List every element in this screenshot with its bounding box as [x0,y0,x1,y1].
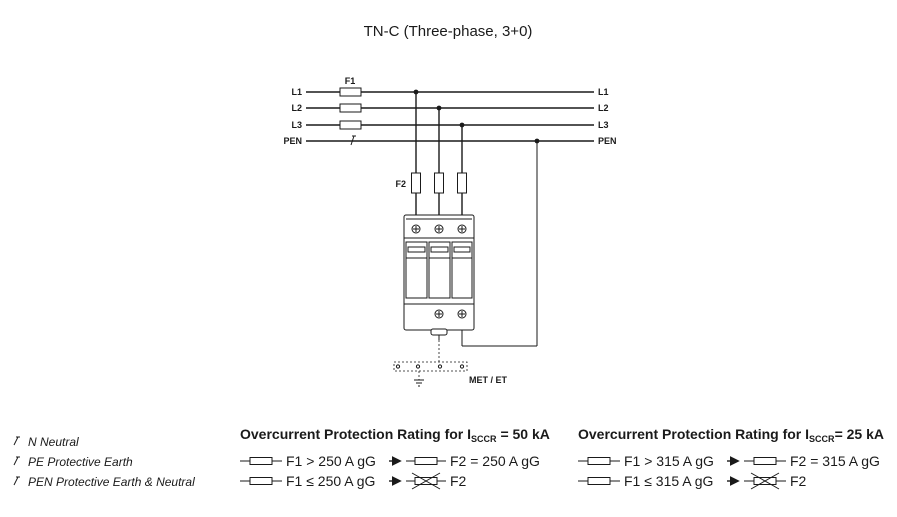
rating-25ka-rule1-right: F2 = 315 A gG [790,453,880,469]
legend-abbr-pe: PE [28,455,45,469]
svg-text:N Neutral: N Neutral [28,435,79,449]
legend-abbr-n: N [28,435,37,449]
fuse-f2-label: F2 [395,179,406,189]
line-label-l2-left: L2 [291,103,302,113]
legend-text-pe: Protective Earth [47,455,133,469]
legend: N Neutral PE Protective Earth PEN Protec… [13,435,195,489]
rating-header-25ka: Overcurrent Protection Rating for ISCCR=… [578,426,884,444]
rating-block-25ka: Overcurrent Protection Rating for ISCCR=… [578,426,884,490]
legend-item-pe: PE Protective Earth [13,455,133,469]
fuse-f2-group [411,172,467,194]
svg-text:PE Protective Earth: PE Protective Earth [28,455,133,469]
bus-lines [306,91,594,142]
rating-50ka-rule1-right: F2 = 250 A gG [450,453,540,469]
fuse-f1-group [339,87,362,146]
earthing-bar [393,340,468,387]
line-label-l2-right: L2 [598,103,609,113]
svg-text:PEN Protective Earth & Neutral: PEN Protective Earth & Neutral [28,475,195,489]
legend-text-pen: Protective Earth & Neutral [56,475,195,489]
line-label-l3-left: L3 [291,120,302,130]
rating-25ka-rule2-left: F1 ≤ 315 A gG [624,473,713,489]
rating-header-50ka: Overcurrent Protection Rating for ISCCR … [240,426,550,444]
legend-abbr-pen: PEN [28,475,53,489]
rating-block-50ka: Overcurrent Protection Rating for ISCCR … [240,426,550,490]
line-label-l1-left: L1 [291,87,302,97]
surge-protective-device [403,214,475,340]
rating-50ka-rule1-left: F1 > 250 A gG [286,453,376,469]
rating-50ka-rule2-left: F1 ≤ 250 A gG [286,473,375,489]
line-label-l3-right: L3 [598,120,609,130]
legend-item-pen: PEN Protective Earth & Neutral [13,475,195,489]
line-label-pen-left: PEN [283,136,302,146]
rating-50ka-rule2-right: F2 [450,473,467,489]
line-label-pen-right: PEN [598,136,617,146]
legend-text-n: Neutral [40,435,79,449]
line-label-l1-right: L1 [598,87,609,97]
diagram-title: TN-C (Three-phase, 3+0) [364,23,533,40]
fuse-f1-label: F1 [345,76,356,86]
rating-25ka-rule2-right: F2 [790,473,807,489]
rating-25ka-rule1-left: F1 > 315 A gG [624,453,714,469]
met-et-label: MET / ET [469,375,508,385]
phase-drops [413,89,465,218]
legend-item-n: N Neutral [13,435,79,449]
